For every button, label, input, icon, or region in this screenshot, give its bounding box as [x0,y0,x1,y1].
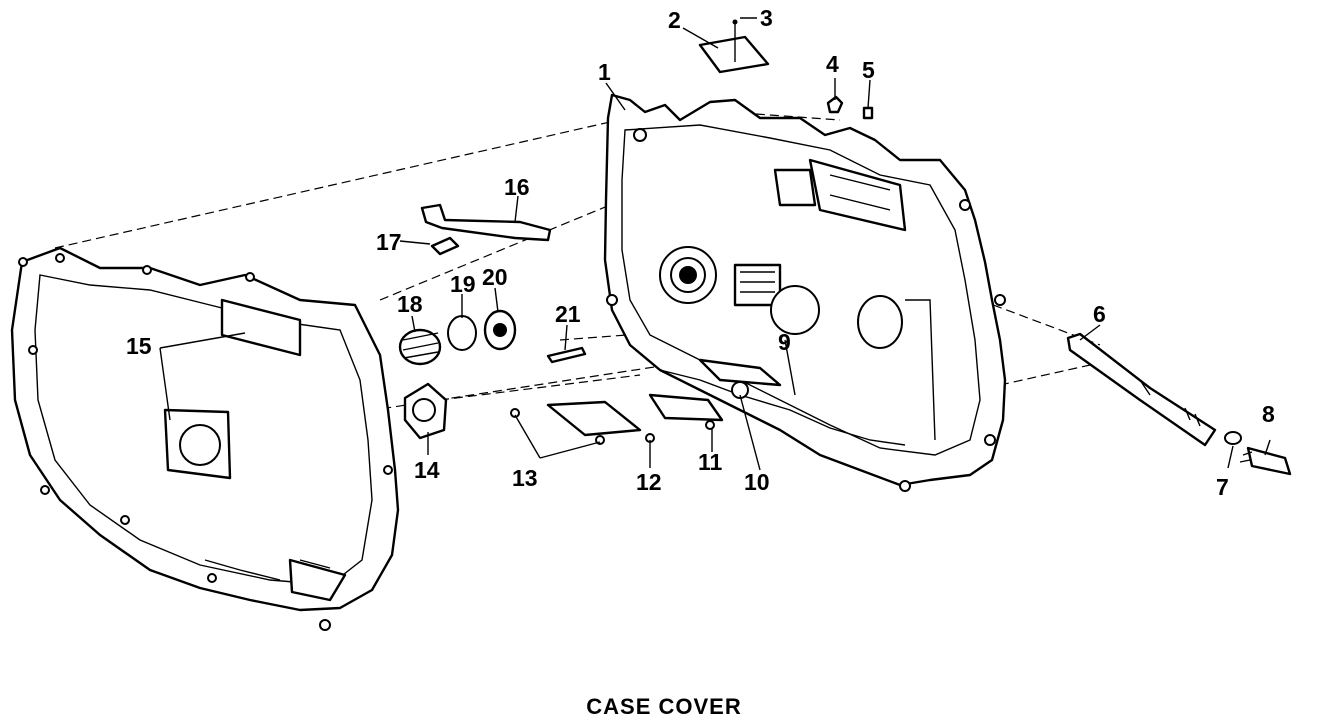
plug-and-bolt-parts [826,95,874,120]
callout-13: 13 [512,465,538,491]
leader-lines [159,17,1271,471]
lever-and-pin-parts [420,203,552,256]
callout-1: 1 [598,59,611,85]
cover-plate-part [698,19,770,74]
internal-plates-parts [510,393,724,445]
callout-2: 2 [668,7,681,33]
cover-gasket-part [10,246,400,631]
callout-5: 5 [862,57,875,83]
spring-and-seal-parts [398,309,587,440]
callout-7: 7 [1216,474,1229,500]
callout-21: 21 [555,301,581,327]
shaft-part [1066,332,1217,447]
callout-11: 11 [698,449,723,475]
callout-18: 18 [397,291,423,317]
case-cover-body-part [603,93,1007,492]
callout-20: 20 [482,264,508,290]
callout-17: 17 [376,229,402,255]
callout-9: 9 [778,329,791,355]
callout-14: 14 [414,457,440,483]
callout-3: 3 [760,5,773,31]
callout-10: 10 [744,469,770,495]
callout-labels: 1 2 3 4 5 6 7 8 9 10 11 12 13 14 15 16 1… [126,5,1275,500]
callout-19: 19 [450,271,476,297]
callout-8: 8 [1262,401,1275,427]
callout-12: 12 [636,469,662,495]
callout-6: 6 [1093,301,1106,327]
seal-and-connector-parts [1224,431,1292,476]
diagram-caption: CASE COVER [586,694,742,719]
callout-15: 15 [126,333,152,359]
callout-4: 4 [826,51,839,77]
callout-16: 16 [504,174,530,200]
